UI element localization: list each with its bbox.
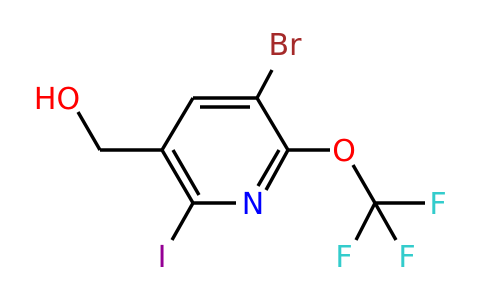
ring-nitrogen-label: N	[242, 187, 264, 222]
iodine-label: I	[158, 240, 167, 275]
atom-labels: HO Br N O I F F F	[34, 28, 447, 275]
fluorine-2-label: F	[335, 240, 352, 275]
bond-c3-br	[255, 69, 274, 99]
bonds	[76, 69, 425, 241]
bromine-label: Br	[269, 28, 303, 63]
hydroxyl-label: HO	[34, 82, 80, 117]
bond-c5-c6	[160, 149, 195, 204]
bond-n-c2-inner	[256, 149, 281, 187]
fluorine-3-label: F	[398, 240, 415, 275]
fluorine-1-label: F	[429, 187, 446, 222]
ether-oxygen-label: O	[332, 134, 356, 169]
bond-ch2-oh	[76, 111, 102, 151]
bond-c5-c6-inner	[171, 149, 201, 196]
bond-o-cf3	[351, 164, 377, 204]
bond-c4-c5	[160, 97, 195, 151]
bond-c-f2	[354, 202, 377, 241]
bond-c6-i	[170, 202, 195, 241]
bond-c2-c3	[255, 97, 290, 151]
bond-n-c2	[264, 149, 290, 191]
bond-c-f3	[373, 202, 398, 241]
